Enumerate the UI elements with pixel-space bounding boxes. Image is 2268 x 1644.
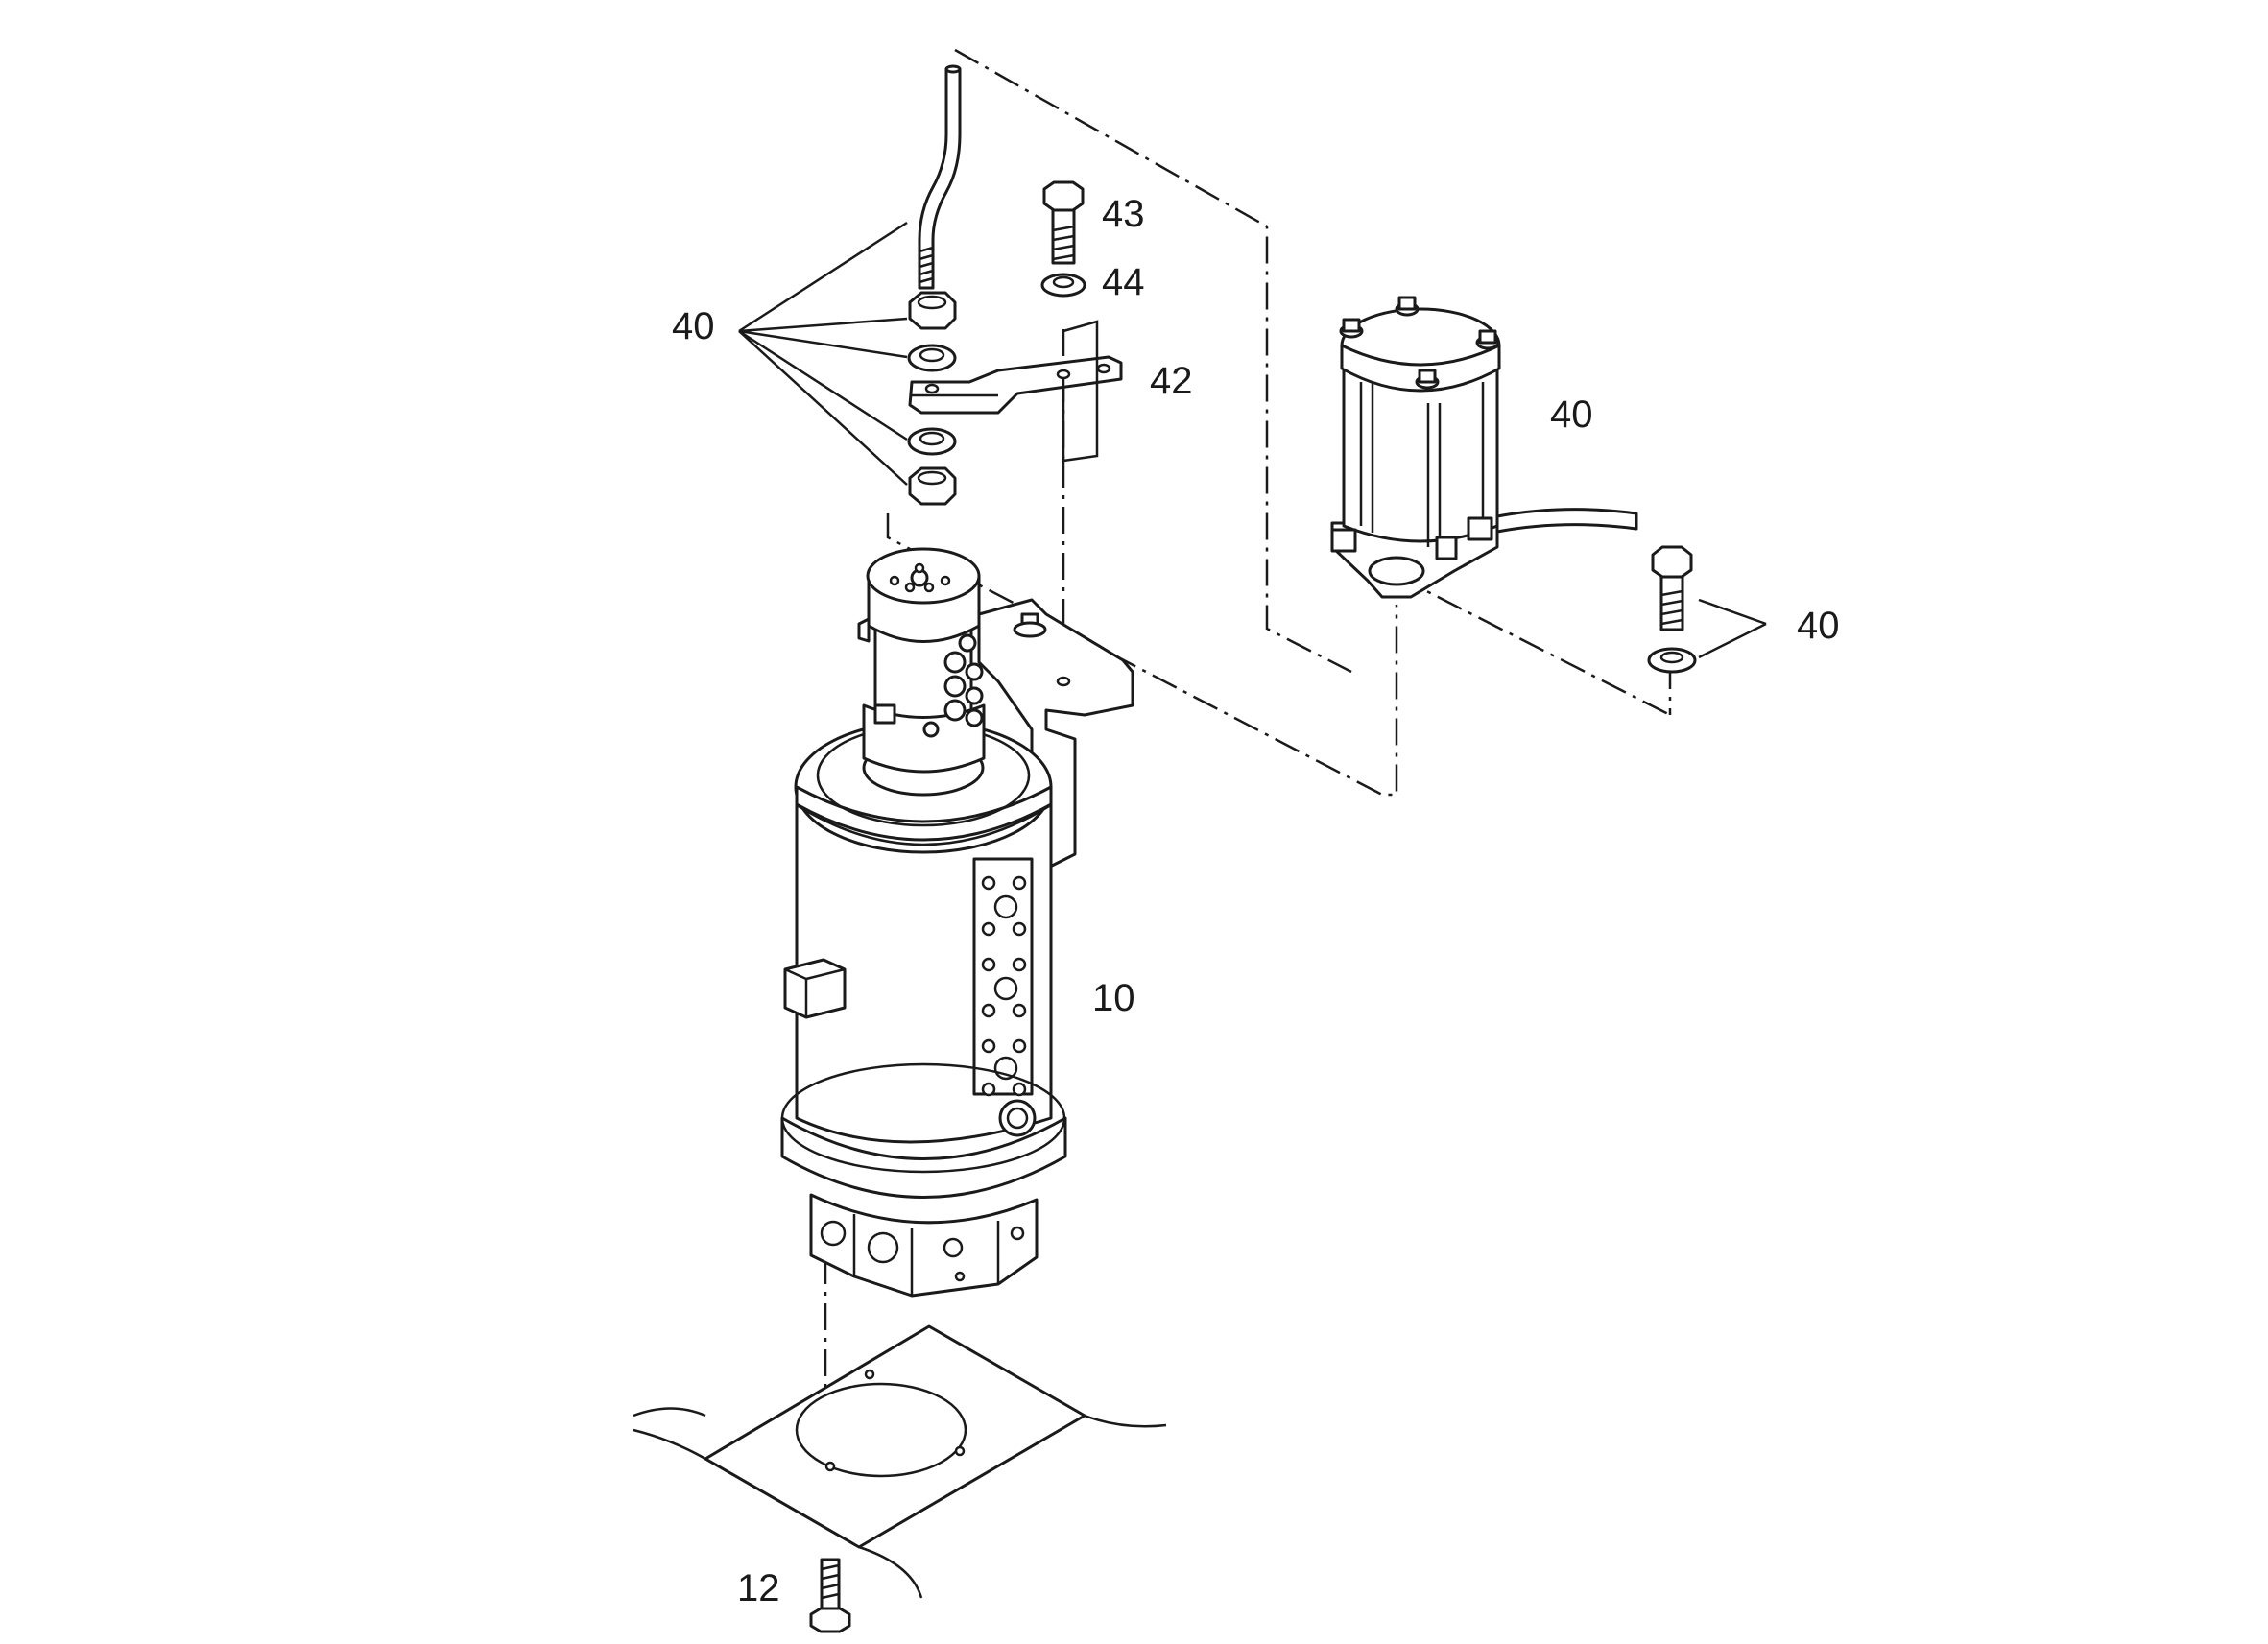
- washer-44: [1040, 273, 1086, 298]
- actuator-cable: [1495, 508, 1638, 534]
- leader-lines: [738, 221, 1767, 659]
- mounting-bracket: [977, 598, 1134, 870]
- base-mounting-plate: [633, 1324, 1167, 1599]
- bracket-plate-42: [908, 320, 1123, 463]
- callout-44: 44: [1102, 261, 1145, 303]
- top-cap-bolts: [1339, 296, 1500, 390]
- washer-upper: [907, 344, 957, 372]
- bolt-43: [1042, 180, 1085, 265]
- callout-40-cylinder: 40: [1550, 393, 1593, 436]
- callout-10: 10: [1092, 977, 1135, 1019]
- bottom-manifold: [809, 1193, 1039, 1298]
- control-rod: [918, 67, 962, 290]
- callout-43: 43: [1102, 193, 1145, 235]
- washer-lower: [907, 427, 957, 456]
- side-boss: [783, 958, 847, 1019]
- callout-40-bolt: 40: [1797, 605, 1840, 647]
- rod-thread: [919, 246, 934, 284]
- rotary-joint-assembly: [780, 547, 1134, 1298]
- air-cylinder-actuator: [1330, 296, 1638, 599]
- callout-12: 12: [737, 1567, 780, 1609]
- hex-nut-lower: [908, 466, 957, 506]
- control-rod-assembly: [907, 64, 962, 506]
- callout-labels: 40 43 44 42 40 40 10 12: [672, 193, 1840, 1609]
- swivel-fittings: [922, 633, 984, 738]
- port-holes: [981, 875, 1027, 1097]
- callout-42: 42: [1150, 360, 1193, 402]
- bolt-12: [809, 1558, 851, 1633]
- bolt-right: [1651, 545, 1693, 631]
- hex-nut-upper: [908, 291, 957, 330]
- callout-40-rod: 40: [672, 305, 715, 347]
- washer-right: [1647, 647, 1697, 674]
